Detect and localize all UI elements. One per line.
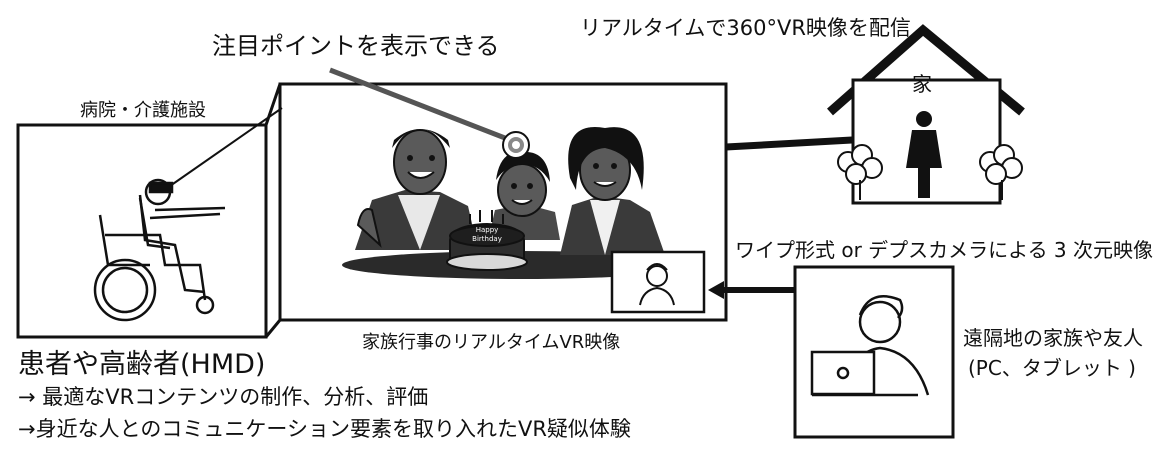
wipe-inset: [610, 250, 706, 314]
pointer-line: [329, 67, 511, 143]
patient-label: 患者や高齢者(HMD): [18, 349, 266, 380]
zoom-line-bottom: [264, 319, 282, 338]
cake-text-line2: Birthday: [472, 235, 502, 243]
remote-family-label-line2: (PC、タブレット ): [968, 356, 1136, 380]
highlight-point-label: 注目ポイントを表示できる: [212, 32, 500, 60]
birthday-cake: [446, 210, 528, 271]
hospital-label: 病院・介護施設: [80, 100, 206, 121]
mother-figure: [560, 127, 665, 255]
family-event-label: 家族行事のリアルタイムVR映像: [362, 332, 621, 353]
connector-house: [725, 136, 853, 151]
highlight-marker: [502, 131, 530, 159]
house-label: 家: [912, 72, 932, 96]
hospital-box: [16, 123, 268, 339]
arrow-head: [708, 281, 724, 299]
house-drawing: [827, 24, 1025, 205]
remote-family-label-line1: 遠隔地の家族や友人: [963, 326, 1143, 350]
father-figure: [355, 129, 478, 250]
laptop-person-figure: [810, 295, 930, 397]
wipe-person-figure: [639, 263, 675, 306]
cake-text-line1: Happy: [476, 226, 499, 234]
bullet-communication-vr: →身近な人とのコミュニケーション要素を取り入れたVR疑似体験: [18, 417, 631, 441]
hmd-pointer-line: [169, 107, 283, 187]
realtime-vr-label: リアルタイムで360°VR映像を配信: [580, 16, 911, 40]
bullet-optimal-vr: → 最適なVRコンテンツの制作、分析、評価: [18, 385, 429, 409]
wheelchair-user-figure: [93, 178, 226, 322]
wipe-format-label: ワイプ形式 or デプスカメラによる 3 次元映像: [735, 238, 1154, 262]
